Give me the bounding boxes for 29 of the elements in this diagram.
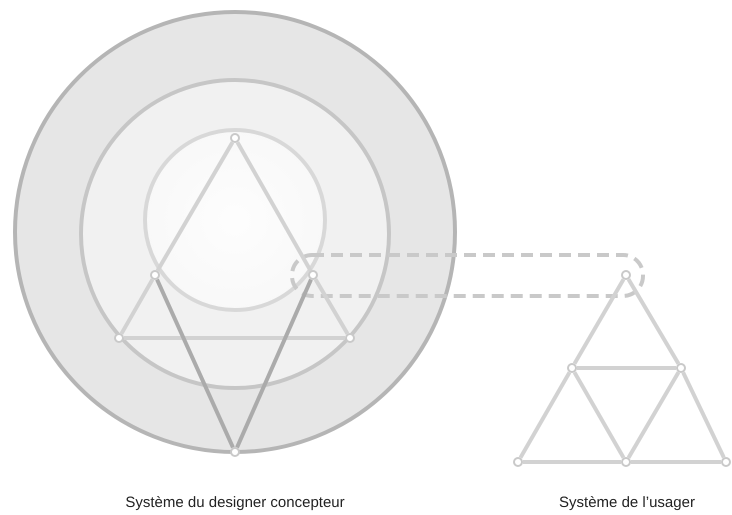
connector-line — [120, 278, 154, 335]
vertex-circle — [114, 333, 124, 343]
connector-line — [156, 141, 234, 272]
vertex-circle — [513, 457, 523, 467]
vertex-circle — [676, 363, 686, 373]
connector-line — [518, 371, 572, 459]
connector-line — [626, 278, 680, 365]
vertex-circle — [150, 270, 160, 280]
connector-line — [235, 278, 313, 448]
connector-line — [631, 460, 721, 464]
connector-line — [626, 371, 680, 459]
caption-text: Système du designer concepteur — [125, 494, 345, 511]
vertex-circle — [308, 270, 318, 280]
vertex-circle — [230, 447, 240, 457]
connector-line — [155, 278, 235, 448]
connector-line — [236, 141, 312, 272]
connector-line — [314, 278, 350, 335]
connector-line — [572, 278, 626, 365]
connector-line — [681, 372, 726, 458]
vertex-circle — [345, 333, 355, 343]
connector-line — [523, 460, 621, 464]
caption-text: Système de l’usager — [559, 494, 695, 511]
vertex-circle — [567, 363, 577, 373]
vertex-circle — [621, 457, 631, 467]
connector-line — [577, 366, 676, 370]
vertex-circle — [230, 133, 240, 143]
connector-line — [572, 371, 626, 459]
vertex-circle — [721, 457, 731, 467]
vertex-circle — [621, 270, 631, 280]
